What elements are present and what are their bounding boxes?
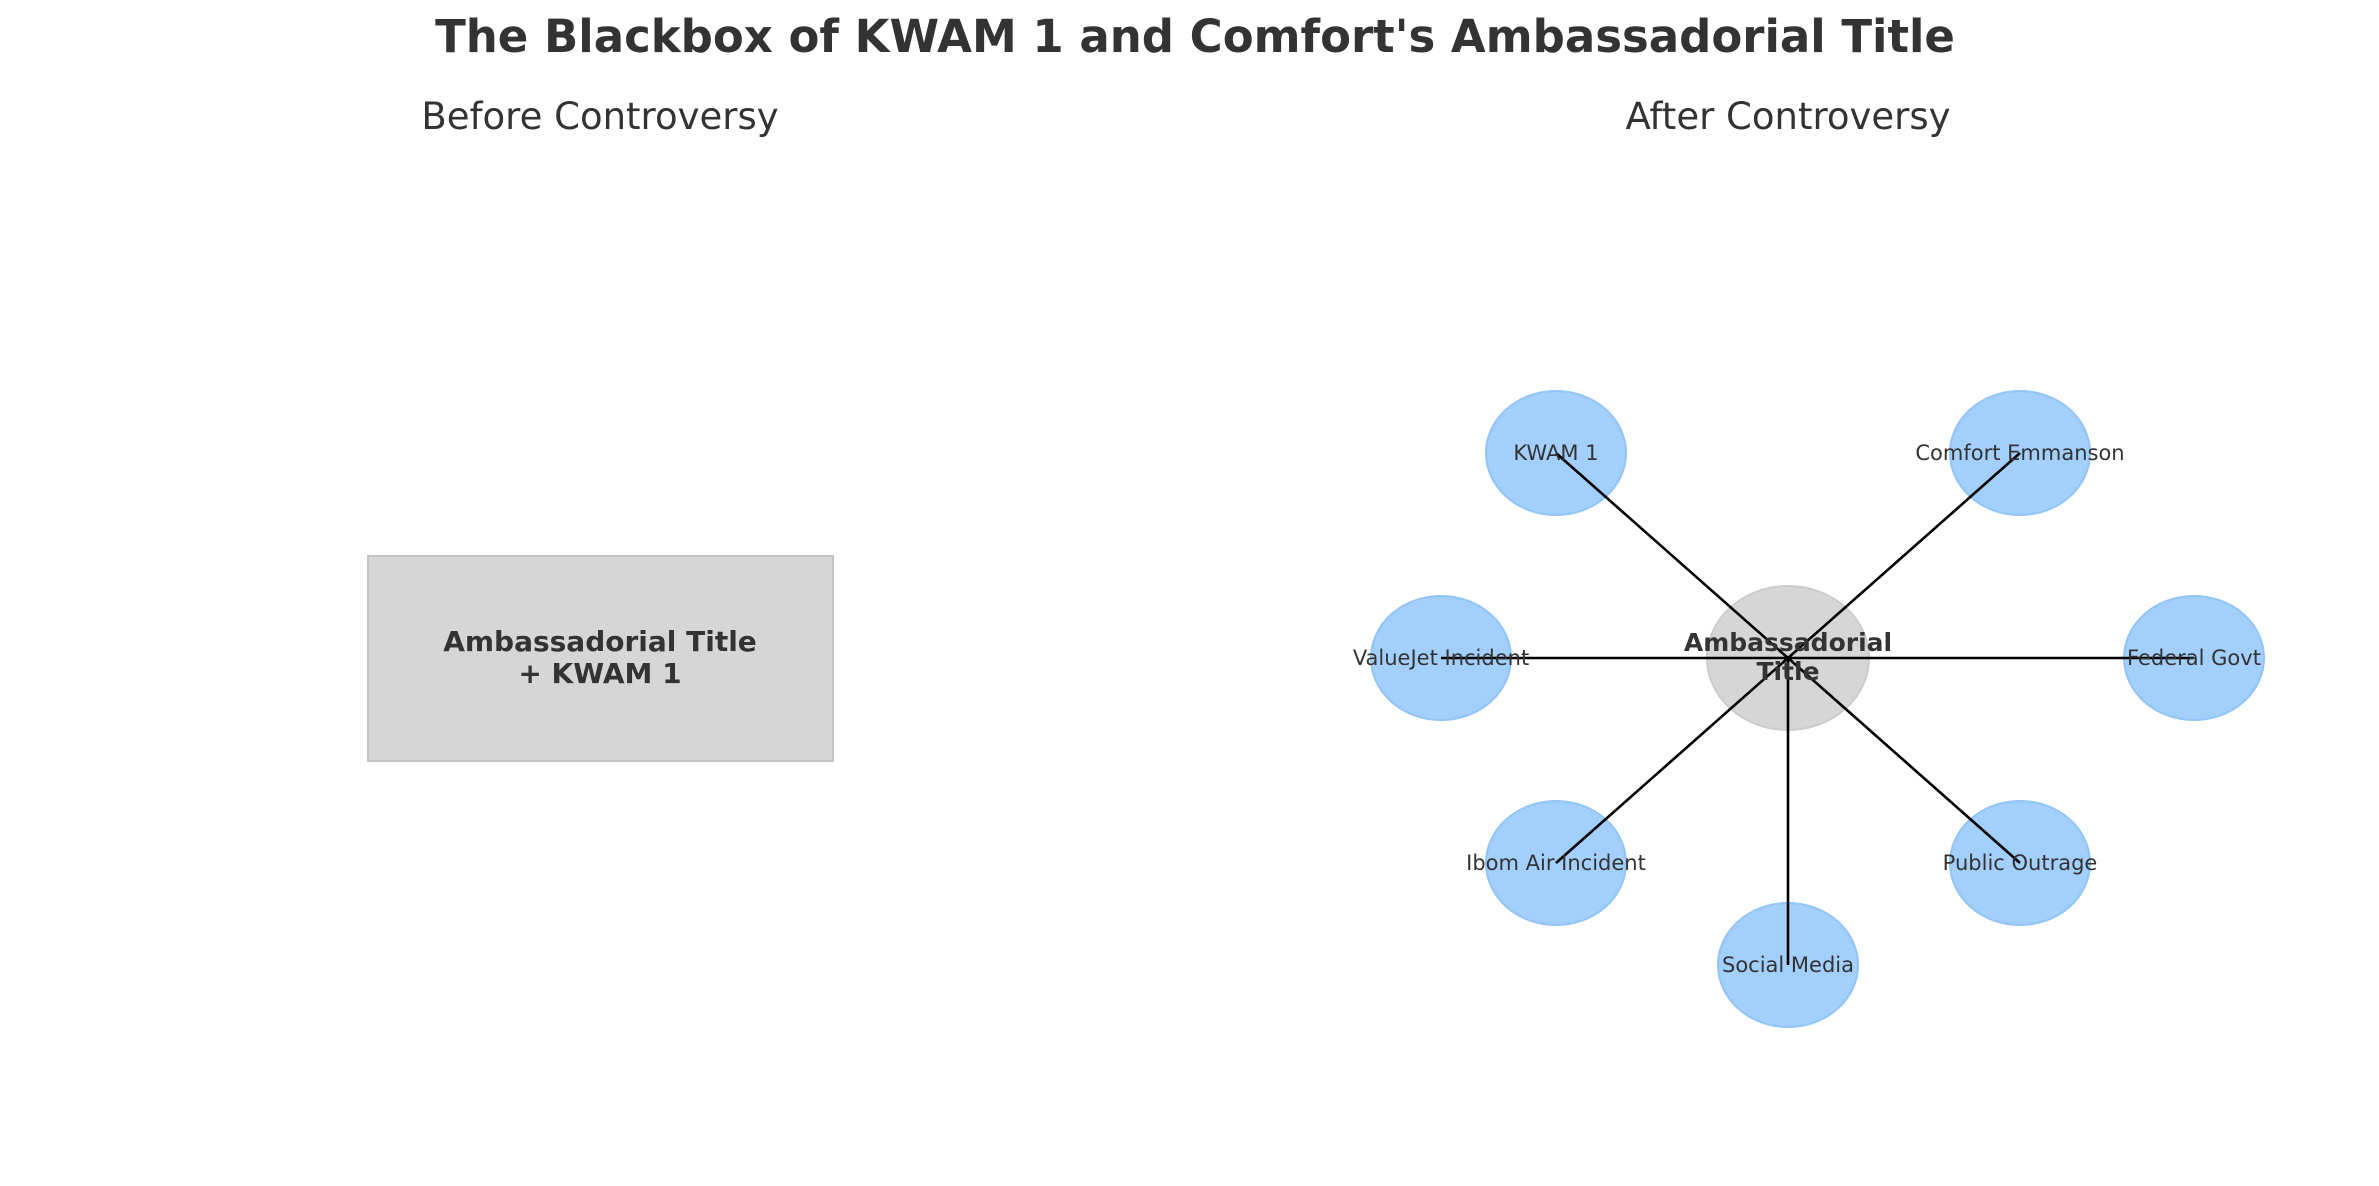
- edge-ibom-air-incident: [1555, 657, 1789, 864]
- before-subtitle: Before Controversy: [421, 95, 778, 138]
- label-comfort-emmanson: Comfort Emmanson: [1915, 441, 2124, 465]
- after-subtitle: After Controversy: [1625, 95, 1950, 138]
- label-kwam-1: KWAM 1: [1513, 441, 1598, 465]
- center-label-line2: Title: [1756, 657, 1819, 686]
- label-social-media: Social Media: [1722, 953, 1854, 977]
- edge-comfort-emmanson: [1787, 452, 2021, 659]
- label-federal-govt: Federal Govt: [2127, 646, 2261, 670]
- after-panel: After Controversy KWAM 1 Comfort Emmanso…: [1353, 95, 2265, 1028]
- label-public-outrage: Public Outrage: [1943, 851, 2098, 875]
- combined-title-box: [367, 555, 834, 762]
- label-valuejet-incident: ValueJet Incident: [1353, 646, 1529, 670]
- edge-kwam-1: [1555, 452, 1789, 659]
- box-label-line1: Ambassadorial Title: [443, 625, 757, 658]
- edge-public-outrage: [1787, 657, 2021, 864]
- figure-title: The Blackbox of KWAM 1 and Comfort's Amb…: [435, 10, 1955, 63]
- label-ibom-air-incident: Ibom Air Incident: [1466, 851, 1646, 875]
- box-label-line2: + KWAM 1: [518, 657, 681, 690]
- center-label-line1: Ambassadorial: [1684, 628, 1892, 657]
- before-panel: Before Controversy Ambassadorial Title +…: [367, 95, 834, 762]
